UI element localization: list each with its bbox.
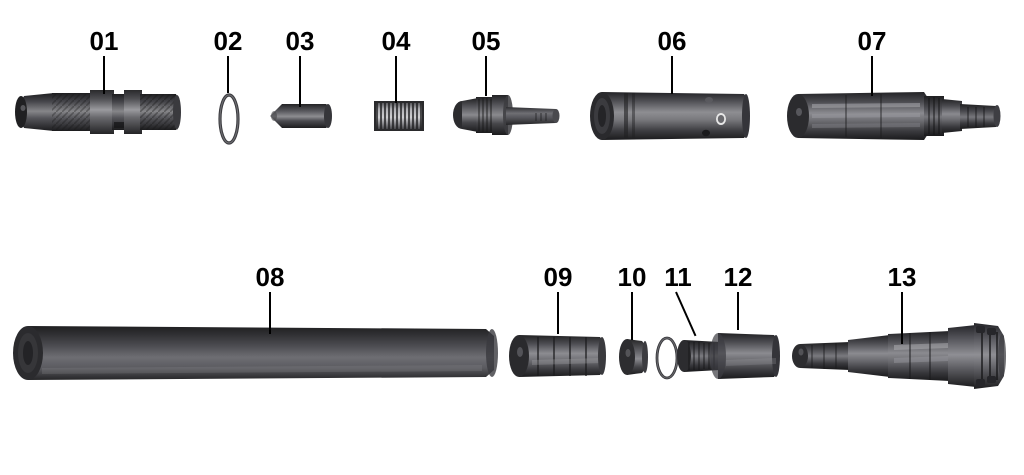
leader-line-03 (299, 56, 301, 107)
part-graphic-11 (652, 336, 682, 380)
leader-line-07 (871, 56, 873, 96)
part-graphic-10 (618, 337, 652, 377)
callout-label-11: 11 (664, 262, 692, 292)
part-graphic-03 (268, 101, 340, 131)
leader-line-10 (631, 292, 633, 340)
part-graphic-13 (790, 318, 1012, 394)
part-graphic-12 (676, 330, 786, 382)
leader-line-02 (227, 56, 229, 93)
callout-label-05: 05 (471, 26, 501, 56)
part-graphic-08 (12, 324, 500, 382)
callout-label-10: 10 (617, 262, 647, 292)
leader-line-01 (103, 56, 105, 94)
callout-label-02: 02 (213, 26, 243, 56)
callout-label-12: 12 (723, 262, 753, 292)
part-graphic-07 (786, 90, 1006, 142)
callout-label-04: 04 (381, 26, 411, 56)
callout-label-07: 07 (857, 26, 887, 56)
leader-line-09 (557, 292, 559, 334)
callout-label-08: 08 (255, 262, 285, 292)
callout-label-01: 01 (89, 26, 119, 56)
callout-label-09: 09 (543, 262, 573, 292)
part-graphic-05 (452, 92, 568, 138)
leader-line-06 (671, 56, 673, 94)
part-graphic-06 (588, 89, 758, 143)
part-graphic-01 (14, 82, 184, 142)
part-graphic-04 (371, 98, 427, 134)
leader-line-12 (737, 292, 739, 330)
part-graphic-02 (212, 93, 246, 145)
callout-label-13: 13 (887, 262, 917, 292)
leader-line-04 (395, 56, 397, 103)
callout-label-06: 06 (657, 26, 687, 56)
leader-line-08 (269, 292, 271, 334)
part-graphic-09 (508, 332, 610, 380)
leader-line-05 (485, 56, 487, 96)
leader-line-13 (901, 292, 903, 344)
callout-label-03: 03 (285, 26, 315, 56)
